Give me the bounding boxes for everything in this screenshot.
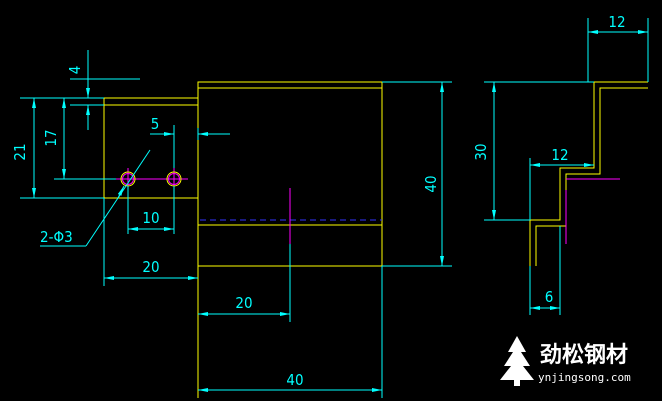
dim-side-12-top: 12 bbox=[608, 13, 625, 31]
dim-5: 5 bbox=[151, 115, 160, 133]
dim-4: 4 bbox=[66, 66, 84, 75]
watermark-site: ynjingsong.com bbox=[538, 371, 631, 384]
front-view-outline bbox=[103, 81, 383, 398]
dim-20-center: 20 bbox=[235, 294, 252, 312]
hole-right-inner bbox=[168, 173, 180, 185]
dim-holes-label: 2-Φ3 bbox=[40, 228, 73, 246]
front-dimensions bbox=[20, 50, 452, 398]
side-dimensions bbox=[484, 18, 649, 315]
dim-side-12-mid: 12 bbox=[551, 146, 568, 164]
dim-side-30: 30 bbox=[472, 143, 490, 160]
hole-left-inner bbox=[122, 173, 134, 185]
side-inner-profile bbox=[535, 87, 648, 266]
watermark: 劲松钢材 ynjingsong.com bbox=[500, 336, 631, 386]
dim-side-6: 6 bbox=[545, 288, 554, 306]
dim-17: 17 bbox=[42, 129, 60, 146]
dim-40-bottom: 40 bbox=[286, 371, 303, 389]
front-centerlines bbox=[116, 168, 291, 244]
dim-21: 21 bbox=[11, 143, 29, 160]
pine-tree-icon bbox=[500, 336, 534, 386]
dim-40-right: 40 bbox=[422, 175, 440, 192]
dim-20-left: 20 bbox=[142, 258, 159, 276]
flange-inner-edge bbox=[104, 87, 382, 106]
side-view-outline bbox=[529, 81, 648, 266]
flange-top-edge bbox=[104, 81, 382, 99]
watermark-brand: 劲松钢材 bbox=[540, 342, 628, 368]
side-centerlines bbox=[565, 178, 620, 244]
dim-10: 10 bbox=[142, 209, 159, 227]
